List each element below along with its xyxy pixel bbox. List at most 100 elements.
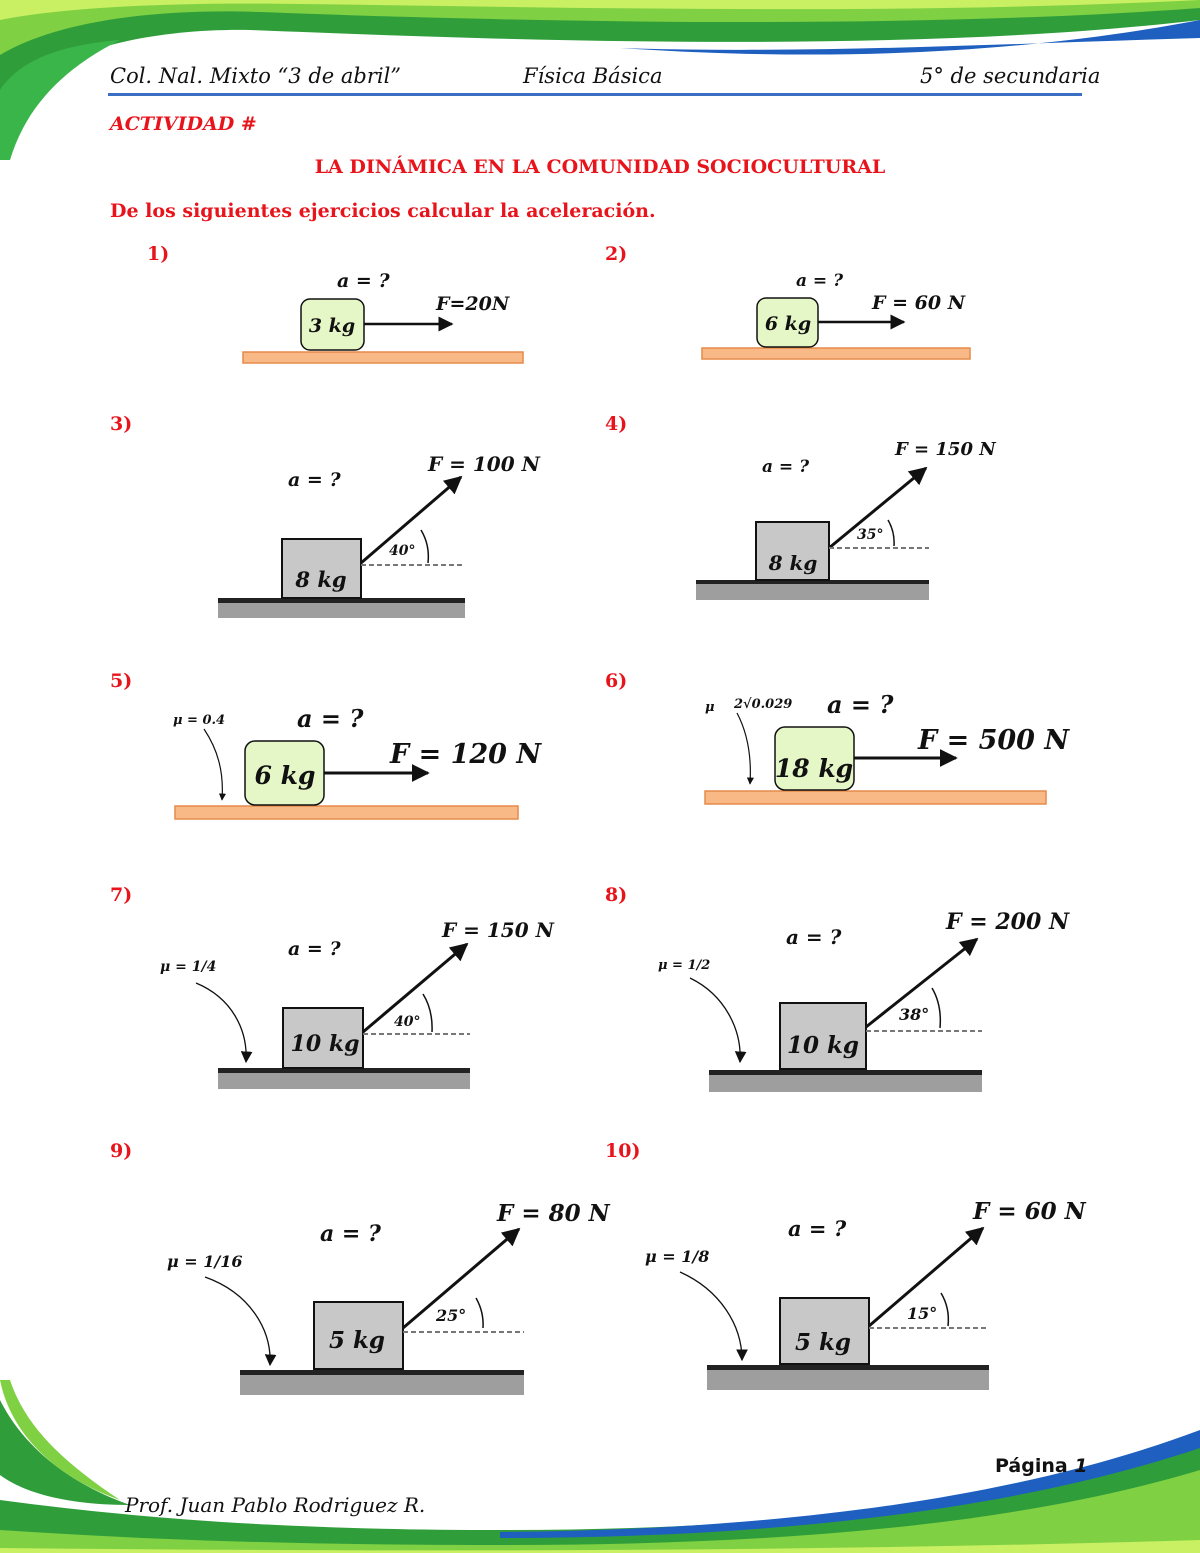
force-arrow (865, 937, 979, 1029)
acceleration-label: a = ? (796, 271, 844, 291)
acceleration-label: a = ? (827, 690, 894, 719)
mass-label: 8 kg (294, 567, 346, 592)
friction-pointer (736, 712, 754, 785)
mass-label: 10 kg (787, 1032, 859, 1059)
problem-number: 9) (110, 1140, 133, 1162)
floor-surface (696, 580, 929, 600)
acceleration-label: a = ? (297, 704, 364, 733)
acceleration-label: a = ? (786, 925, 842, 949)
problem-number: 6) (605, 670, 628, 692)
friction-pointer (689, 977, 747, 1064)
friction-label: μ = 0.4 (173, 713, 225, 728)
force-label: F = 500 N (917, 725, 1070, 756)
floor-surface (242, 351, 524, 364)
activity-label: ACTIVIDAD # (110, 113, 257, 135)
force-label: F = 60 N (972, 1198, 1087, 1225)
mass-label: 5 kg (795, 1329, 851, 1356)
angle-arc (887, 519, 895, 547)
friction-pointer (203, 728, 227, 801)
header-subject: Física Básica (523, 64, 663, 88)
problem-3-diagram: 8 kg 40° F = 100 N a = ? (218, 452, 541, 618)
mass-label: 5 kg (329, 1327, 385, 1354)
friction-value: 2√0.029 (733, 697, 792, 712)
friction-label: μ = 1/2 (658, 958, 710, 973)
force-arrow (402, 1227, 521, 1330)
angle-arc (940, 1292, 950, 1327)
mass-label: 6 kg (765, 313, 811, 335)
problem-number: 4) (605, 413, 628, 435)
floor-surface (218, 1068, 470, 1089)
force-arrow (828, 466, 928, 550)
mass-block (281, 538, 362, 599)
problem-number: 10) (605, 1140, 641, 1162)
footer-decoration (0, 1380, 1200, 1553)
mass-block (755, 521, 830, 581)
angle-arc (475, 1297, 484, 1329)
mass-block (282, 1007, 364, 1069)
angle-label: 38° (899, 1005, 929, 1024)
force-label: F = 120 N (389, 739, 542, 770)
problem-number: 1) (147, 243, 170, 265)
mass-label: 6 kg (255, 761, 316, 790)
angle-label: 35° (857, 527, 883, 543)
problem-7-diagram: 10 kg 40° F = 150 N a = ? μ = 1/4 (160, 918, 555, 1089)
mass-block (313, 1301, 404, 1370)
floor-surface (709, 1070, 982, 1092)
mass-block (779, 1297, 870, 1365)
friction-label: μ = 1/16 (167, 1252, 243, 1271)
force-arrow (362, 942, 469, 1034)
problem-8-diagram: 10 kg 38° F = 200 N a = ? μ = 1/2 (658, 909, 1070, 1092)
page-word: Página (995, 1455, 1068, 1477)
problem-number: 8) (605, 884, 628, 906)
acceleration-label: a = ? (288, 938, 341, 960)
force-label: F = 80 N (496, 1200, 611, 1227)
mass-label: 8 kg (768, 551, 818, 575)
header-school: Col. Nal. Mixto “3 de abril” (110, 64, 402, 88)
mass-block (779, 1002, 867, 1070)
force-label: F = 150 N (441, 918, 555, 942)
acceleration-label: a = ? (337, 270, 390, 292)
page-title: LA DINÁMICA EN LA COMUNIDAD SOCIOCULTURA… (314, 156, 886, 178)
floor-surface (174, 805, 519, 820)
angle-label: 25° (435, 1306, 466, 1325)
author-credit: Prof. Juan Pablo Rodriguez R. (125, 1493, 426, 1517)
acceleration-label: a = ? (762, 457, 810, 477)
friction-label: μ = 1/8 (645, 1247, 709, 1266)
friction-pointer (679, 1271, 748, 1362)
problem-number: 5) (110, 670, 133, 692)
problem-6-diagram: 18 kg F = 500 N a = ? μ 2√0.029 (704, 690, 1070, 805)
acceleration-label: a = ? (320, 1221, 382, 1247)
acceleration-label: a = ? (788, 1216, 847, 1241)
problem-number: 2) (605, 243, 628, 265)
force-label: F=20N (435, 293, 510, 315)
angle-label: 40° (394, 1014, 420, 1030)
friction-label: μ = 1/4 (160, 959, 216, 975)
mass-label: 3 kg (309, 315, 355, 337)
force-arrow (360, 475, 463, 565)
force-label: F = 60 N (871, 292, 966, 314)
mass-label: 10 kg (291, 1031, 360, 1057)
angle-arc (931, 987, 942, 1029)
problem-1-diagram: 3 kg F=20N a = ? (242, 270, 524, 364)
force-label: F = 200 N (945, 909, 1070, 935)
problem-10-diagram: 5 kg 15° F = 60 N a = ? μ = 1/8 (645, 1198, 1087, 1390)
force-label: F = 150 N (894, 439, 997, 460)
problem-number: 7) (110, 884, 133, 906)
friction-pointer (204, 1276, 277, 1367)
problem-9-diagram: 5 kg 25° F = 80 N a = ? μ = 1/16 (167, 1200, 611, 1395)
force-label: F = 100 N (427, 452, 541, 476)
problem-number: 3) (110, 413, 133, 435)
header-rule (108, 93, 1082, 96)
problem-5-diagram: 6 kg F = 120 N a = ? μ = 0.4 (173, 704, 542, 820)
angle-label: 15° (907, 1304, 937, 1323)
problem-4-diagram: 8 kg 35° F = 150 N a = ? (696, 439, 997, 600)
floor-surface (704, 790, 1047, 805)
mass-label: 18 kg (775, 754, 853, 783)
header-grade: 5° de secundaria (920, 64, 1101, 88)
page-number-value: 1 (1074, 1455, 1088, 1477)
instruction-text: De los siguientes ejercicios calcular la… (110, 200, 656, 222)
page-number: Página 1 (995, 1455, 1088, 1477)
angle-label: 40° (389, 543, 415, 559)
header-decoration (0, 0, 1200, 160)
